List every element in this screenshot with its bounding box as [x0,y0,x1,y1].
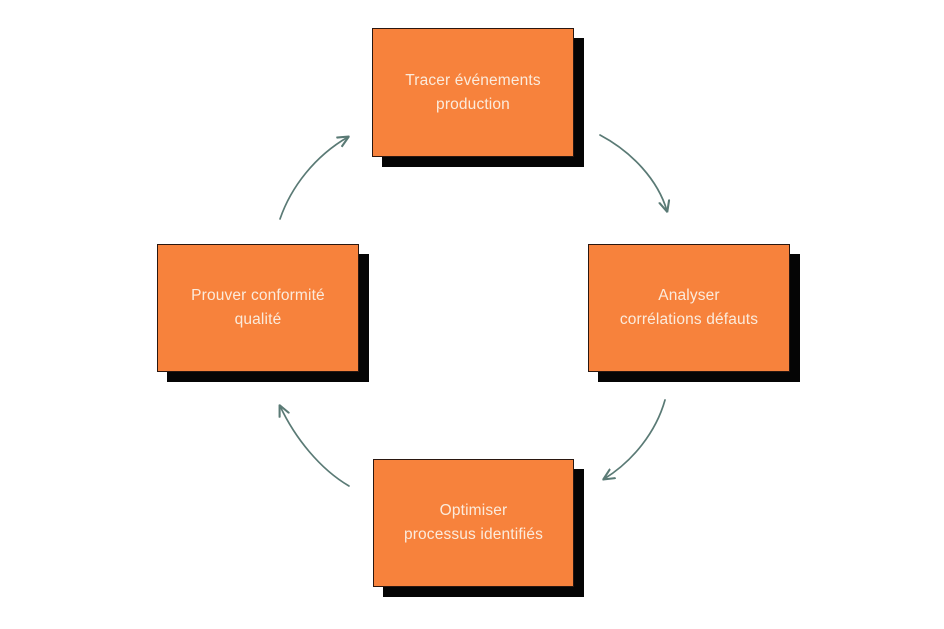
arrow-optimise-to-prove [280,406,350,487]
arrow-analyse-to-optimise [604,399,666,479]
node-label: Analyser corrélations défauts [619,287,759,328]
node-label: Tracer événements production [405,71,541,113]
arrow-trace-to-analyse [599,134,667,211]
arrow-prove-to-trace [279,137,348,220]
node-label: Optimiser processus identifiés [403,502,544,543]
node-optimiser-processus-identifies[interactable]: Optimiser processus identifiés [373,459,574,587]
node-tracer-evenements-production[interactable]: Tracer événements production [372,28,574,157]
node-prouver-conformite-qualite[interactable]: Prouver conformité qualité [157,244,359,372]
node-analyser-correlations-defauts[interactable]: Analyser corrélations défauts [588,244,790,372]
node-label: Prouver conformité qualité [191,287,325,328]
